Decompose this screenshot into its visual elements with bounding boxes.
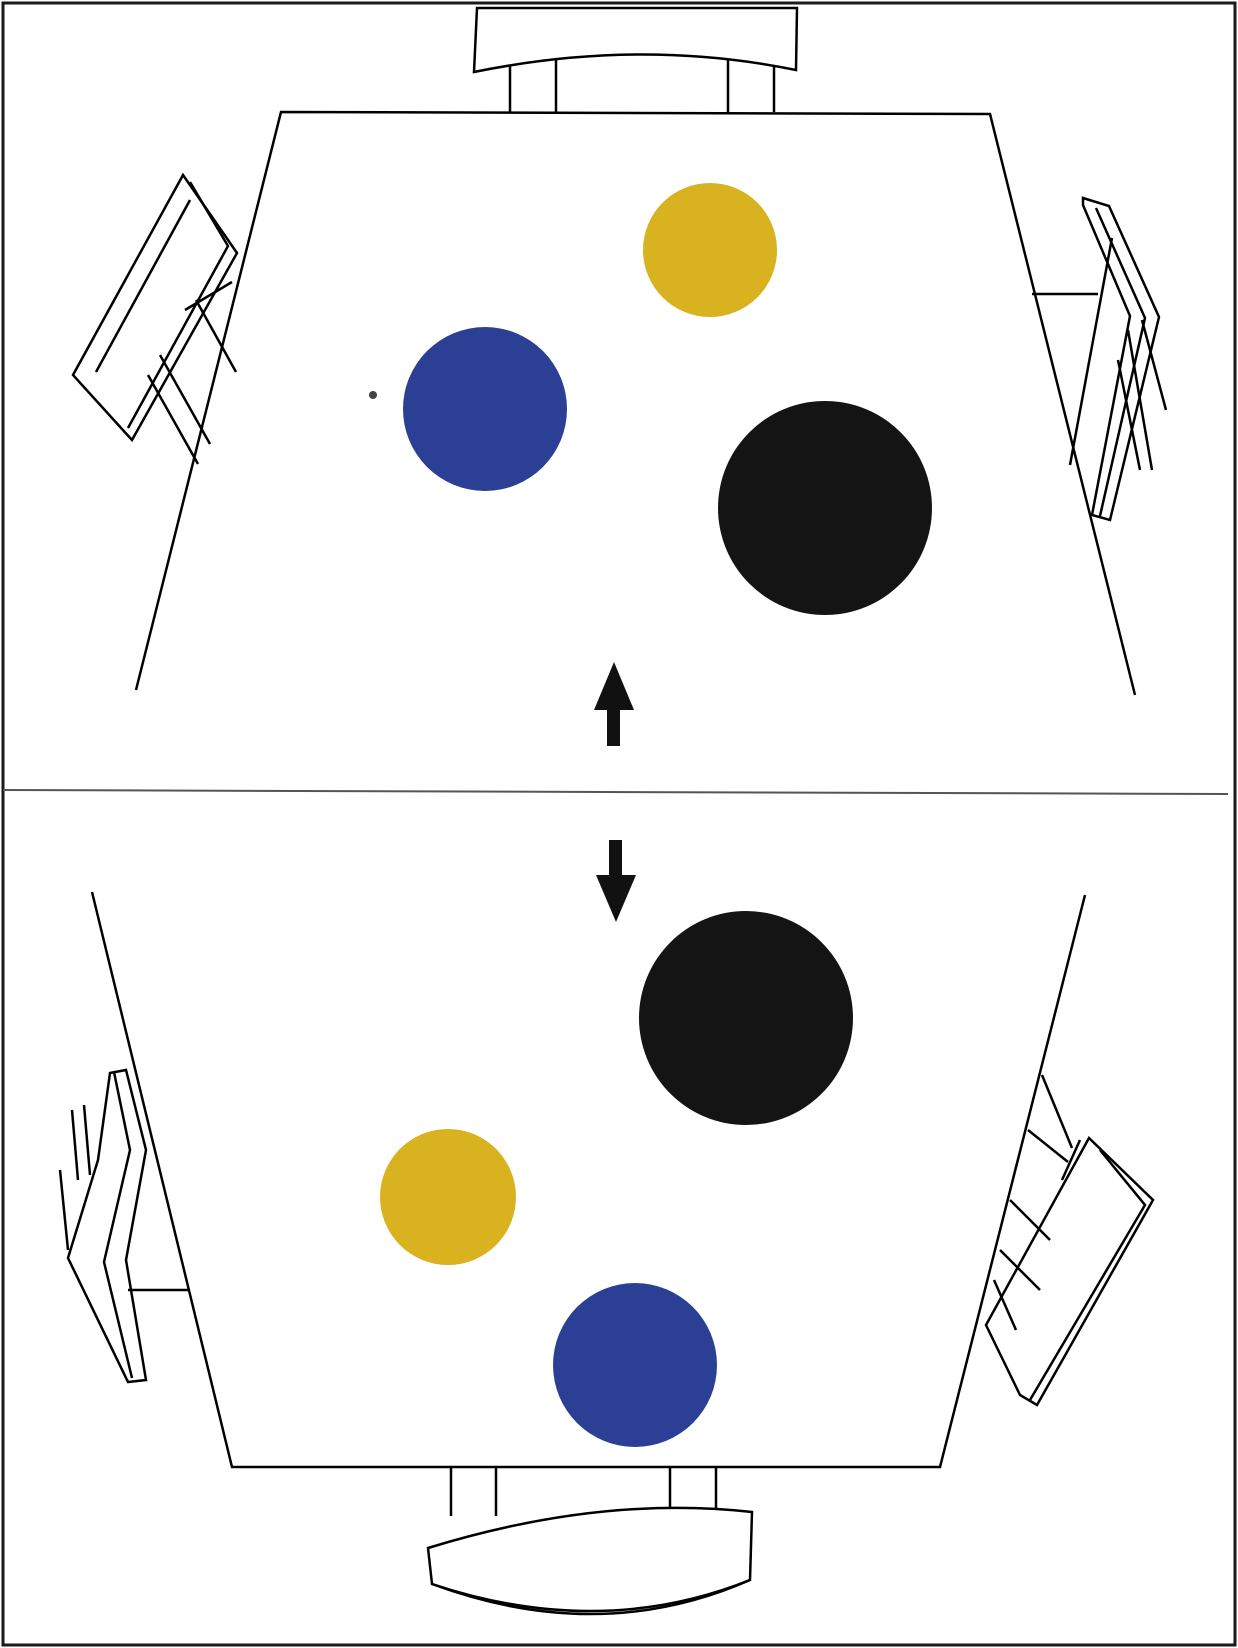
bottom-black-disk xyxy=(639,911,853,1125)
speck xyxy=(369,391,377,399)
top-yellow-disk xyxy=(643,183,777,317)
bottom-yellow-disk xyxy=(380,1129,516,1265)
bottom-blue-disk xyxy=(553,1283,717,1447)
top-black-disk xyxy=(718,401,932,615)
top-blue-disk xyxy=(403,327,567,491)
